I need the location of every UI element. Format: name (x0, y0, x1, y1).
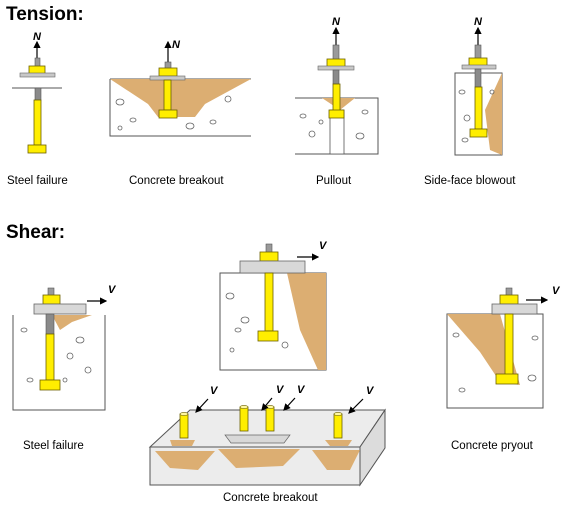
shear-caption-steel-failure: Steel failure (23, 440, 84, 452)
shear-heading: Shear: (6, 222, 66, 243)
tension-pullout-figure: N (295, 16, 379, 155)
tension-heading: Tension: (6, 4, 84, 25)
tension-side-face-blowout-figure: N (454, 16, 503, 156)
load-arrow-icon (195, 398, 209, 413)
breakout-cone-icon (287, 273, 326, 370)
shear-load-label-1: V (108, 284, 117, 296)
load-arrow-icon (283, 397, 296, 411)
breakout-cone-icon (312, 450, 360, 470)
load-arrow-icon (261, 397, 273, 411)
shear-caption-concrete-breakout: Concrete breakout (223, 492, 318, 504)
breakout-cone-icon (52, 315, 92, 330)
nut-icon (259, 251, 279, 262)
breakout-cone-icon (447, 314, 520, 385)
aggregate-stone-icon (20, 327, 92, 383)
shear-load-label-4: V (210, 385, 219, 397)
tension-caption-steel-failure: Steel failure (7, 175, 68, 187)
breakout-cone-icon (155, 451, 215, 470)
shear-steel-failure-figure: V (12, 284, 117, 411)
shear-load-label-3: V (552, 285, 561, 297)
tension-load-label-1: N (33, 31, 42, 43)
breakout-cone-icon (485, 73, 502, 155)
nut-icon (499, 294, 519, 305)
aggregate-stone-icon (299, 109, 369, 140)
aggregate-stone-icon (458, 89, 495, 143)
shear-load-label-5: V (276, 384, 285, 396)
aggregate-stone-icon (225, 292, 289, 353)
tension-steel-failure-figure: N (12, 31, 62, 154)
tension-load-label-2: N (172, 39, 181, 51)
shear-edge-breakout-figure: V (219, 240, 328, 371)
nut-icon (42, 294, 61, 305)
shear-pryout-figure: V (446, 285, 561, 409)
tension-caption-side-face-blowout: Side-face blowout (424, 175, 516, 187)
tension-load-label-4: N (474, 16, 483, 28)
load-arrow-icon (348, 398, 364, 414)
shear-load-label-7: V (366, 385, 375, 397)
bolt-icon (12, 57, 62, 154)
aggregate-stone-icon (115, 95, 232, 131)
shear-group-breakout-figure: V V V V (148, 384, 386, 487)
tension-caption-concrete-breakout: Concrete breakout (129, 175, 224, 187)
nut-icon (158, 67, 178, 77)
breakout-cone-icon (110, 79, 251, 117)
aggregate-stone-icon (452, 332, 539, 393)
shear-load-label-6: V (297, 384, 306, 396)
shear-load-label-2: V (319, 240, 328, 252)
tension-caption-pullout: Pullout (316, 175, 352, 187)
tension-concrete-breakout-figure: N (109, 39, 251, 137)
shear-caption-concrete-pryout: Concrete pryout (451, 440, 533, 452)
tension-load-label-3: N (332, 16, 341, 28)
breakout-cone-icon (218, 449, 300, 468)
